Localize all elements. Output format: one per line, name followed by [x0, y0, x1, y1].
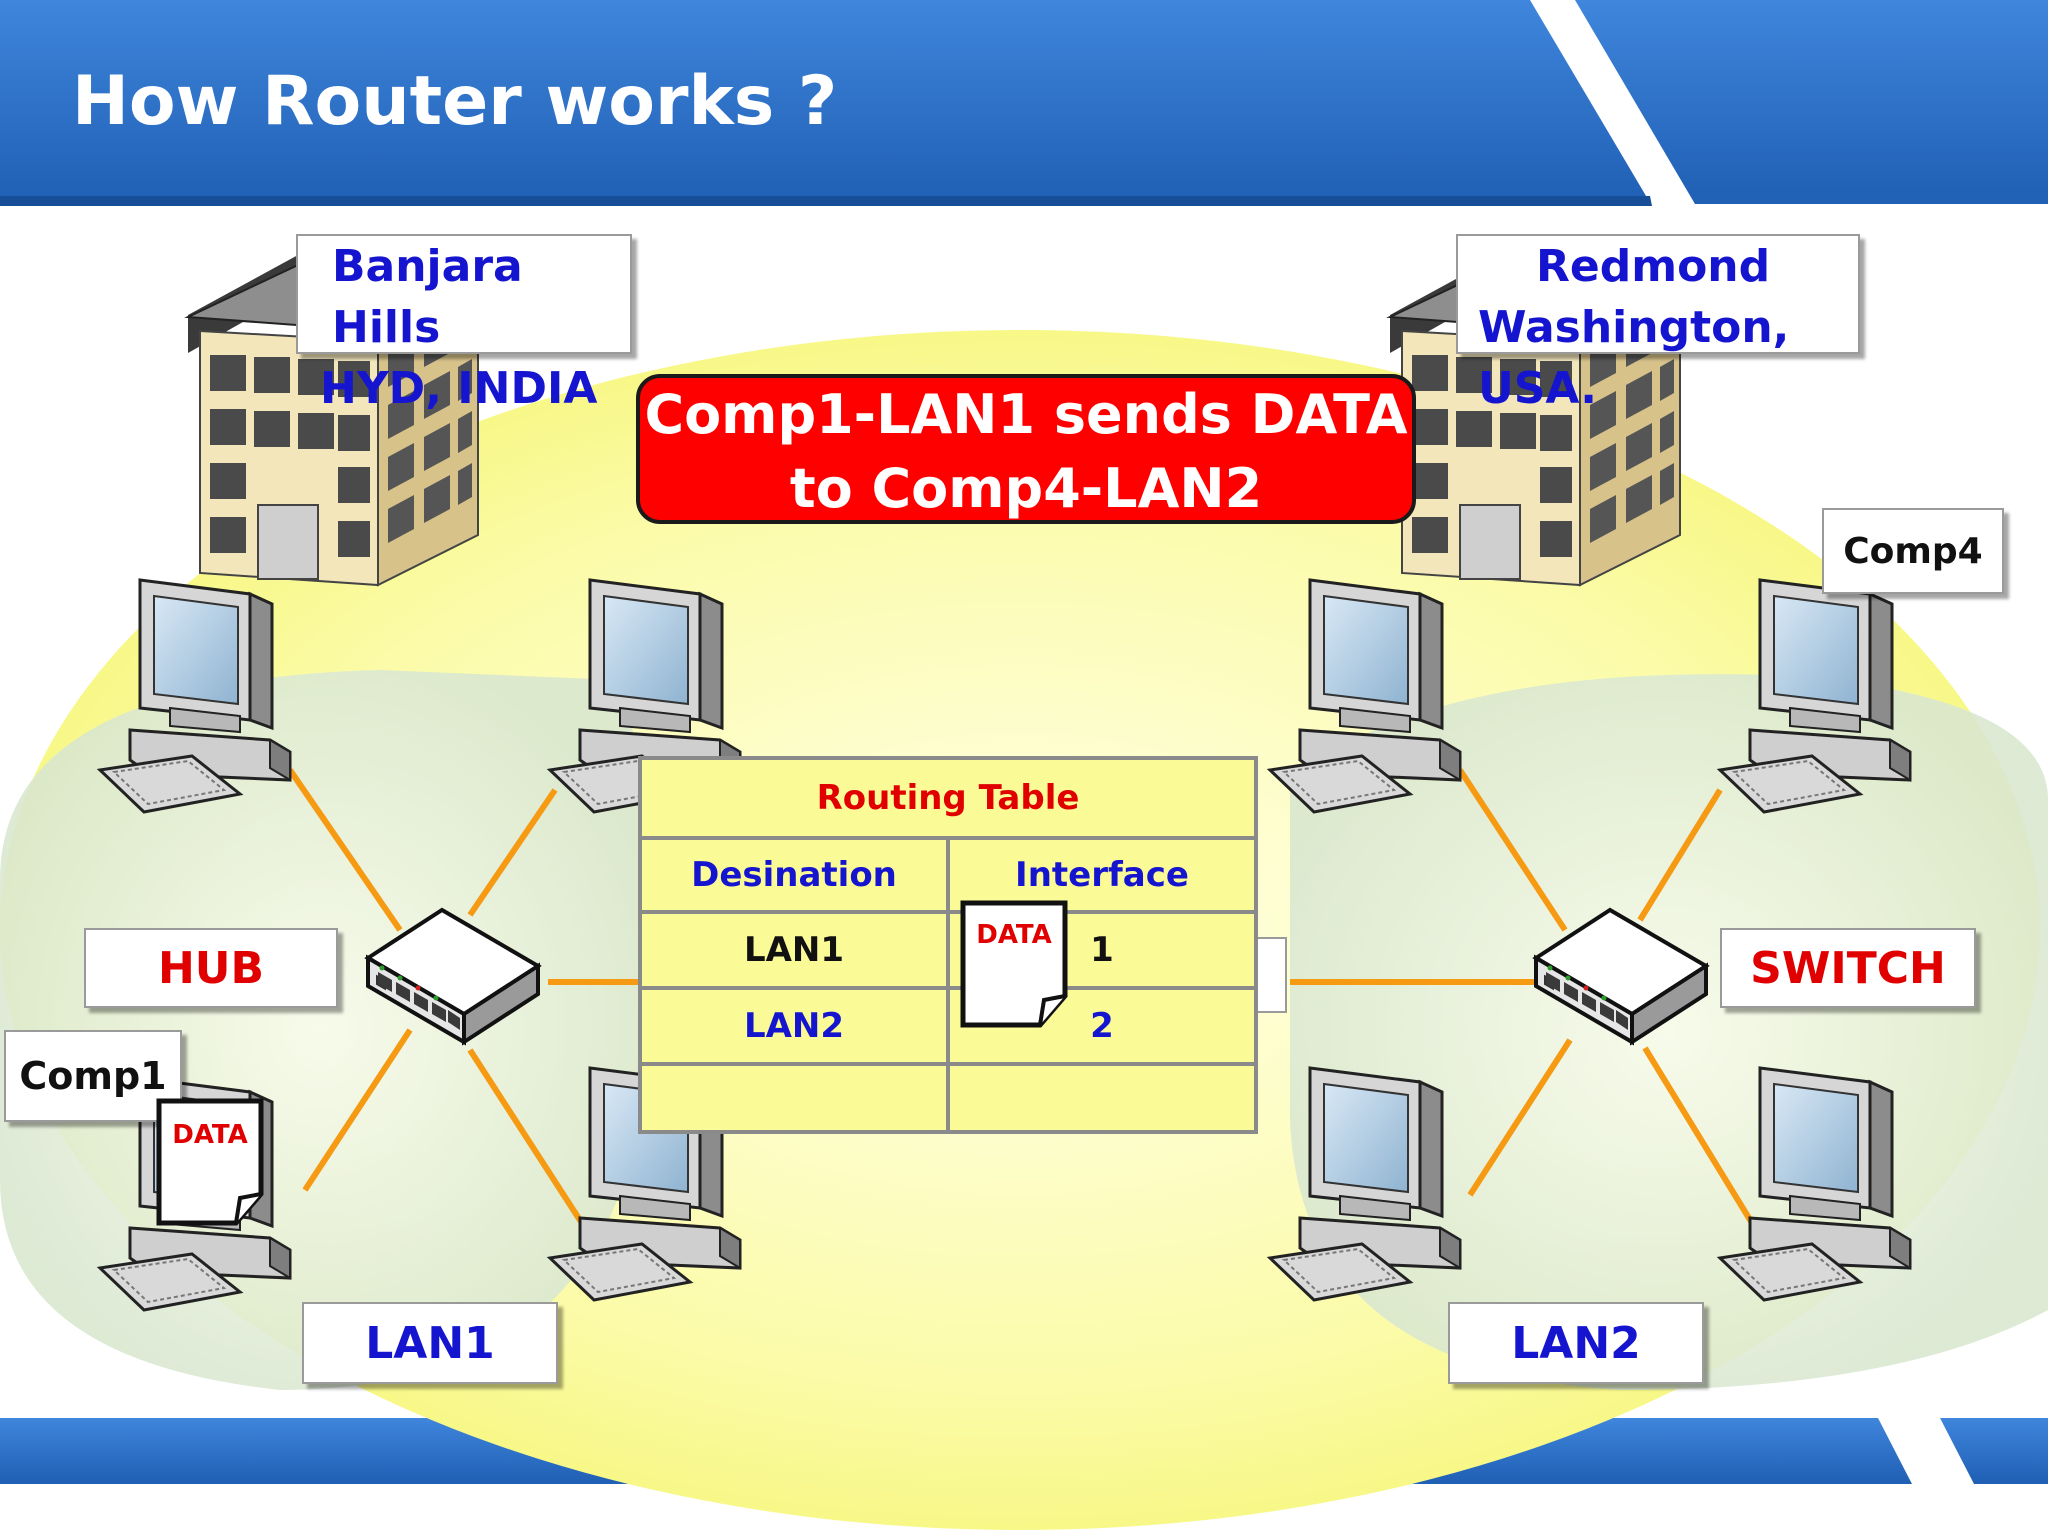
hub-label: HUB	[84, 928, 338, 1008]
lan2-label: LAN2	[1448, 1302, 1704, 1384]
location-right-line2: Washington, USA.	[1478, 302, 1790, 414]
cable-lan1-3	[302, 1028, 413, 1192]
cable-lan2-1	[1457, 768, 1568, 932]
cable-lan1-4	[467, 1048, 588, 1230]
title-banner	[0, 0, 2048, 206]
table-column-divider	[946, 836, 950, 1134]
row-1-destination: LAN1	[743, 930, 845, 970]
cable-lan2-2	[1637, 788, 1723, 922]
routing-table: Routing Table Desination Interface LAN1 …	[638, 756, 1258, 1134]
message-line1: Comp1-LAN1 sends DATA	[644, 383, 1408, 446]
row-1-interface: 1	[1090, 930, 1114, 970]
data-packet-comp1-label: DATA	[172, 1120, 248, 1150]
page-title: How Router works ?	[72, 62, 838, 141]
cable-lan2-3	[1467, 1038, 1573, 1197]
data-packet-comp1: DATA	[156, 1098, 264, 1226]
row-2-destination: LAN2	[743, 1006, 845, 1046]
row-2-interface: 2	[1090, 1006, 1114, 1046]
document-icon	[960, 900, 1068, 1028]
message-line2: to Comp4-LAN2	[789, 457, 1263, 520]
cable-lan1-1	[287, 768, 403, 932]
message-callout: Comp1-LAN1 sends DATA to Comp4-LAN2	[636, 374, 1416, 524]
location-label-right: Redmond Washington, USA.	[1456, 234, 1860, 414]
location-label-left: Banjara Hills HYD, INDIA	[296, 234, 632, 414]
location-right-line1: Redmond	[1536, 241, 1771, 292]
header-destination: Desination	[691, 855, 897, 895]
cable-lan2-4	[1642, 1046, 1758, 1230]
document-icon	[156, 1098, 264, 1226]
cable-lan1-2	[467, 788, 558, 917]
comp1-label: Comp1	[4, 1030, 182, 1122]
switch-label: SWITCH	[1720, 928, 1976, 1008]
routing-table-title: Routing Table	[816, 778, 1080, 818]
location-left-line1: Banjara Hills	[332, 241, 523, 353]
header-interface: Interface	[1015, 855, 1189, 895]
comp4-label: Comp4	[1822, 508, 2004, 594]
data-packet-router: DATA	[960, 900, 1068, 1028]
lan1-label: LAN1	[302, 1302, 558, 1384]
cables	[287, 768, 1758, 1230]
location-left-line2: HYD, INDIA	[320, 363, 598, 414]
data-packet-router-label: DATA	[976, 920, 1052, 950]
